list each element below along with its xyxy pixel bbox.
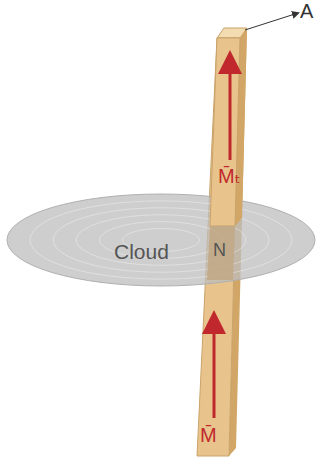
cloud-label: Cloud [114,240,169,264]
moment-label: M̄ [200,424,217,447]
region-label: N [213,240,226,261]
point-label: A [300,0,313,23]
moment-label: M̄ₜ [218,164,241,188]
cloud-disc: Cloud [6,193,316,287]
